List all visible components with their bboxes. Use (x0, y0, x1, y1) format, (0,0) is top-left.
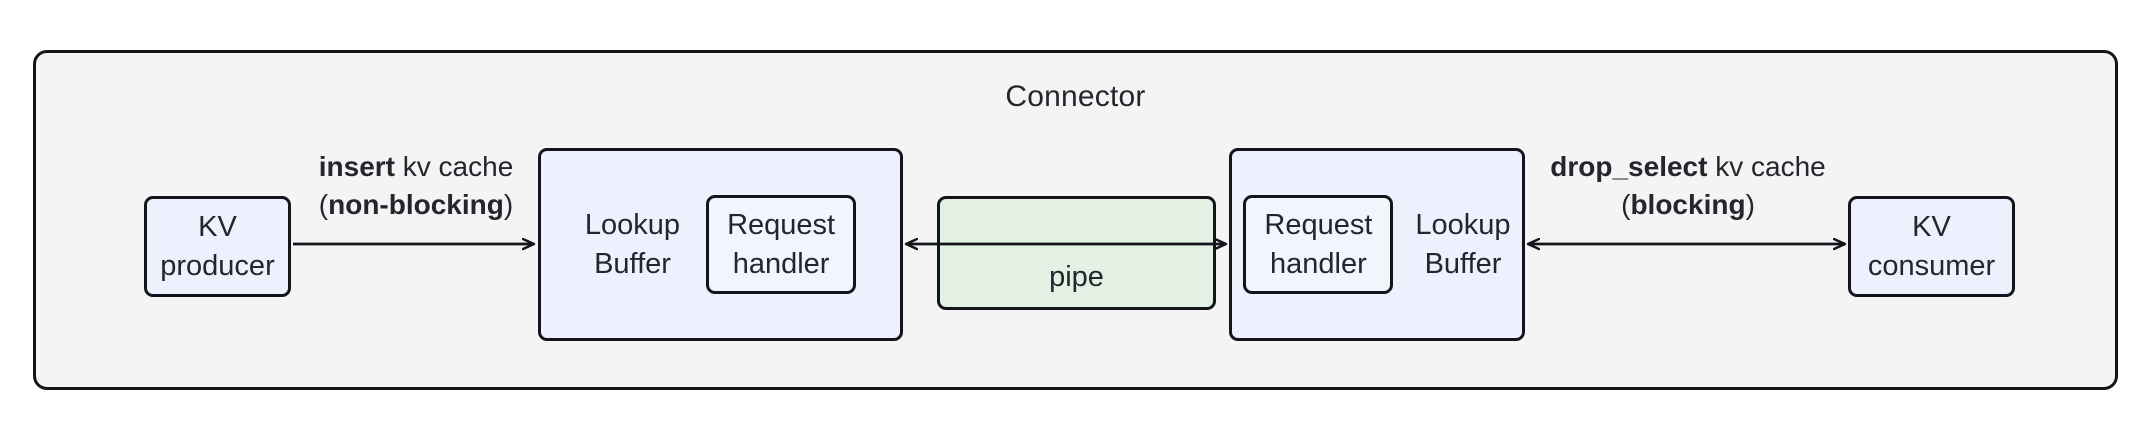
edge-label-insert-line1: insert kv cache (256, 148, 576, 186)
lookup-buffer-left-label: Lookup Buffer (584, 208, 681, 280)
node-pipe-label: pipe (1049, 261, 1104, 294)
node-kv-consumer-label: KV consumer (1867, 210, 1996, 282)
node-request-handler-left[interactable]: Request handler (706, 195, 857, 294)
edge-label-insert-paren-close: ) (503, 188, 514, 220)
edge-label-insert-mode: non-blocking (328, 188, 504, 220)
edge-label-drop-select-op: drop_select (1550, 151, 1708, 182)
edge-label-drop-select-line1: drop_select kv cache (1528, 148, 1848, 186)
edge-label-insert-paren-open: ( (318, 188, 329, 220)
node-kv-producer[interactable]: KV producer (144, 196, 291, 297)
edge-label-insert: insert kv cache (non-blocking) (256, 148, 576, 223)
request-handler-left-label: Request handler (727, 208, 836, 280)
lookup-buffer-right-label: Lookup Buffer (1415, 208, 1511, 280)
connector-title: Connector (1005, 80, 1146, 113)
node-pipe[interactable]: pipe (937, 196, 1216, 310)
edge-label-insert-op: insert (318, 151, 395, 182)
edge-label-drop-select-paren-open: ( (1621, 188, 1631, 220)
edge-label-drop-select-paren-close: ) (1745, 188, 1755, 220)
node-lookup-buffer-right[interactable]: Request handler Lookup Buffer (1229, 148, 1525, 341)
node-kv-consumer[interactable]: KV consumer (1848, 196, 2015, 297)
node-lookup-buffer-left[interactable]: Lookup Buffer Request handler (538, 148, 903, 341)
edge-label-drop-select: drop_select kv cache (blocking) (1528, 148, 1848, 223)
node-kv-producer-label: KV producer (160, 210, 275, 282)
lookup-buffer-left-row: Lookup Buffer Request handler (541, 151, 900, 338)
edge-label-insert-line2: (non-blocking) (256, 186, 576, 224)
request-handler-right-label: Request handler (1264, 208, 1373, 280)
edge-label-drop-select-mode: blocking (1630, 188, 1746, 220)
edge-label-drop-select-line2: (blocking) (1528, 186, 1848, 224)
edge-label-drop-select-object: kv cache (1707, 151, 1826, 182)
node-request-handler-right[interactable]: Request handler (1243, 195, 1394, 294)
lookup-buffer-right-row: Request handler Lookup Buffer (1232, 151, 1522, 338)
edge-label-insert-object: kv cache (394, 151, 514, 182)
